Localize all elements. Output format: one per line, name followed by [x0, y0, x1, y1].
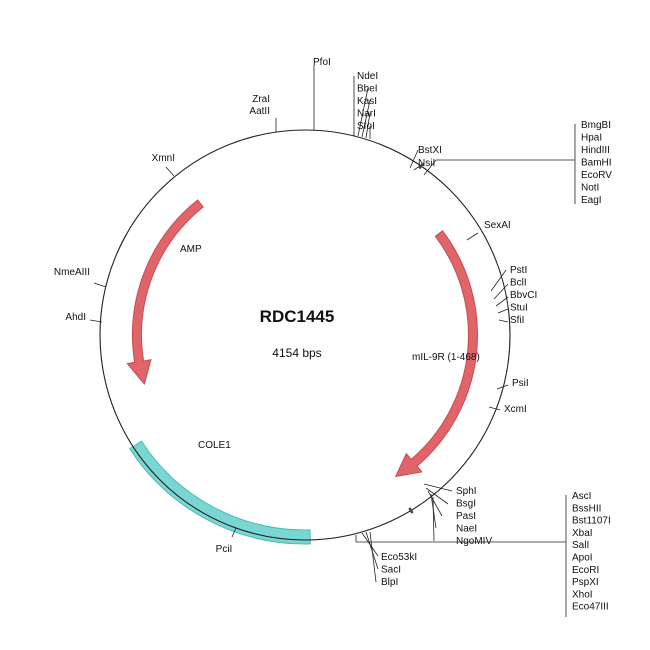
site-label-hpai: HpaI: [581, 133, 602, 144]
sphi-group-tick-1: [425, 487, 449, 505]
bstxi-group-tick-0: [409, 149, 419, 169]
psti-group-tick-1: [493, 283, 509, 300]
mil9r-feature-label: mIL-9R (1-468): [412, 352, 480, 363]
site-label-bst1107i: Bst1107I: [572, 516, 611, 527]
site-label-psti: PstI: [510, 265, 527, 276]
plasmid-size: 4154 bps: [272, 346, 321, 360]
site-label-xhoi: XhoI: [572, 589, 593, 600]
site-label-ecori: EcoRI: [572, 565, 599, 576]
site-label-xbai: XbaI: [572, 528, 593, 539]
ndei-group-tick-3: [365, 112, 371, 139]
mil9r-feature-arrow: [394, 230, 478, 478]
site-label-sfoi: SfoI: [357, 121, 375, 132]
site-label-zrai: ZraI: [252, 94, 270, 105]
site-label-psii: PsiI: [512, 378, 529, 389]
site-tick-xmni: [165, 166, 175, 177]
site-tick-ahdi: [89, 319, 103, 323]
amp-feature-label: AMP: [180, 244, 202, 255]
site-label-aatii: AatII: [249, 106, 270, 117]
site-label-blpi: BlpI: [381, 577, 398, 588]
cut-cluster-mark-1: [408, 507, 414, 514]
eco53ki-group-tick-2: [369, 531, 377, 583]
sphi-group-tick-2: [427, 490, 443, 517]
site-label-bsshii: BssHII: [572, 503, 601, 514]
features-layer: AMP mIL-9R (1-468) COLE1: [126, 199, 480, 545]
site-label-saci: SacI: [381, 565, 401, 576]
psti-group-tick-2: [495, 296, 509, 307]
site-label-pfoi: PfoI: [313, 57, 331, 68]
site-tick-pcii: [231, 527, 237, 538]
site-label-naei: NaeI: [456, 524, 477, 535]
site-tick-xcmi: [488, 406, 501, 411]
site-label-sfii: SfiI: [510, 315, 524, 326]
amp-feature-arrow: [126, 199, 204, 386]
site-label-bcli: BclI: [510, 278, 527, 289]
cut-cluster-mark-0: [418, 162, 424, 170]
site-label-hindiii: HindIII: [581, 145, 610, 156]
psti-group-tick-4: [498, 319, 509, 323]
plasmid-name: RDC1445: [260, 307, 335, 326]
psti-group-tick-0: [490, 269, 507, 292]
site-label-stui: StuI: [510, 303, 528, 314]
plasmid-backbone: [99, 129, 511, 541]
bmgbi-group-tick-0: [423, 159, 437, 176]
site-label-pasi: PasI: [456, 511, 476, 522]
ndei-group-tick-2: [361, 99, 371, 138]
site-label-kasi: KasI: [357, 96, 377, 107]
sphi-group-tick-4: [432, 496, 435, 542]
site-label-ngomiv: NgoMIV: [456, 536, 492, 547]
site-label-ecorv: EcoRV: [581, 170, 612, 181]
site-label-bbvci: BbvCI: [510, 290, 537, 301]
site-label-eco53ki: Eco53kI: [381, 552, 417, 563]
site-label-pcii: PciI: [216, 544, 233, 555]
site-label-sphi: SphI: [456, 486, 477, 497]
site-tick-psii: [496, 384, 509, 390]
site-label-sali: SalI: [572, 540, 589, 551]
site-label-nari: NarI: [357, 109, 376, 120]
sites-layer: PfoI SexAI PsiI XcmI PciI AhdI NmeAIII XmnI ZraI…: [54, 57, 612, 617]
site-tick-sexai: [466, 232, 479, 241]
site-label-bsgi: BsgI: [456, 499, 476, 510]
site-label-bstxi: BstXI: [418, 145, 442, 156]
sphi-group-tick-0: [423, 483, 453, 492]
site-label-eagi: EagI: [581, 195, 602, 206]
cole1-feature-label: COLE1: [198, 440, 231, 451]
site-label-bmgbi: BmgBI: [581, 120, 611, 131]
site-label-eco47iii: Eco47III: [572, 602, 609, 613]
site-label-nsii: NsiI: [418, 158, 435, 169]
site-label-pspxi: PspXI: [572, 577, 599, 588]
site-label-bbei: BbeI: [357, 84, 378, 95]
site-label-noti: NotI: [581, 183, 599, 194]
site-label-ndei: NdeI: [357, 71, 378, 82]
cole1-feature-block: [128, 440, 311, 545]
site-label-ahdi: AhdI: [65, 312, 86, 323]
site-label-asci: AscI: [572, 491, 591, 502]
site-label-xmni: XmnI: [152, 153, 175, 164]
site-label-sexai: SexAI: [484, 220, 511, 231]
site-label-nmeaiii: NmeAIII: [54, 267, 90, 278]
psti-group-tick-3: [497, 308, 509, 314]
ndei-group-tick-1: [357, 87, 369, 137]
site-label-apoi: ApoI: [572, 553, 593, 564]
site-label-xcmi: XcmI: [504, 404, 527, 415]
site-tick-nmeaiii: [93, 282, 107, 288]
site-label-bamhi: BamHI: [581, 158, 612, 169]
